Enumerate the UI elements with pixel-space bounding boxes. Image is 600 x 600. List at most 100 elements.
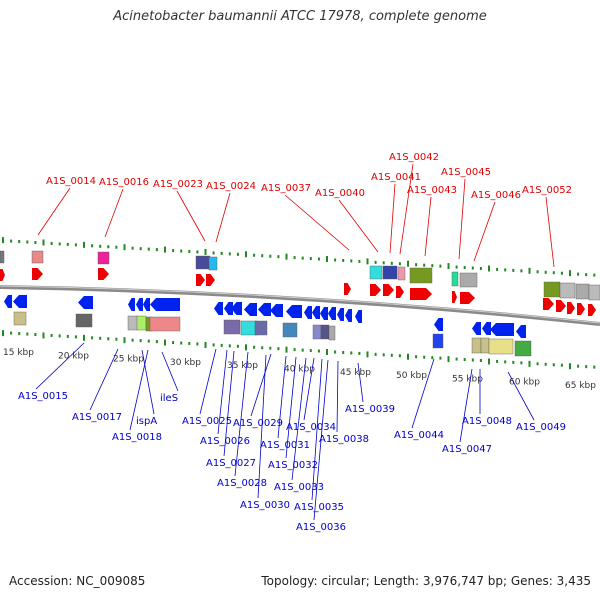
tick-mark: [228, 252, 231, 256]
feature-box: [312, 324, 322, 340]
reverse-arrow: [150, 298, 180, 311]
tick-mark: [463, 358, 466, 362]
tick-mark: [447, 356, 450, 363]
tick-mark: [18, 240, 21, 244]
tick-mark: [50, 333, 53, 337]
tick-mark: [415, 263, 418, 267]
feature-box: [97, 251, 110, 265]
tick-mark: [107, 245, 110, 249]
tick-mark: [34, 241, 37, 245]
feature-box: [127, 315, 139, 331]
forward-arrow: [396, 286, 404, 298]
tick-mark: [253, 345, 256, 349]
tick-mark: [398, 354, 401, 358]
tick-mark: [245, 251, 247, 258]
leader-line-a1s-0024: [215, 192, 231, 243]
tick-mark: [293, 348, 296, 352]
reverse-arrow: [434, 318, 443, 331]
feature-boxes: [0, 250, 600, 357]
tick-mark: [285, 346, 288, 353]
feature-box: [543, 281, 561, 298]
tick-mark: [317, 349, 320, 353]
tick-mark: [358, 351, 361, 355]
tick-mark: [512, 268, 515, 272]
tick-mark: [536, 270, 539, 274]
top-tick-row: [2, 237, 596, 277]
reverse-arrow: [244, 303, 257, 316]
feature-box: [382, 265, 398, 280]
tick-mark: [220, 343, 223, 347]
gene-label-a1s-0015: A1S_0015: [18, 391, 68, 402]
gene-label-a1s-0023: A1S_0023: [153, 179, 203, 190]
tick-mark: [26, 332, 29, 336]
scale-label-55-kbp: 55 kbp: [452, 374, 483, 384]
tick-mark: [172, 341, 175, 345]
leader-line-a1s-0015: [35, 342, 85, 390]
tick-mark: [107, 337, 110, 341]
leader-line-a1s-0016: [104, 188, 124, 238]
tick-mark: [123, 244, 126, 251]
reverse-arrow: [214, 302, 223, 315]
leader-line-a1s-0032: [285, 356, 297, 459]
leader-line-a1s-0036: [313, 359, 329, 521]
scale-label-15-kbp: 15 kbp: [3, 348, 34, 358]
feature-box: [149, 316, 181, 332]
reverse-arrow: [345, 309, 352, 322]
tick-mark: [115, 337, 118, 341]
tick-mark: [374, 260, 377, 264]
genome-backbone-highlight: [0, 285, 600, 324]
gene-label-iles: ileS: [160, 393, 178, 404]
tick-mark: [455, 357, 458, 361]
tick-mark: [504, 268, 507, 272]
scale-label-50-kbp: 50 kbp: [396, 371, 427, 381]
tick-mark: [236, 344, 239, 348]
reverse-arrow: [258, 303, 271, 316]
tick-mark: [358, 259, 361, 263]
forward-arrow: [556, 300, 566, 312]
leader-line-a1s-0040: [338, 199, 379, 253]
tick-mark: [10, 239, 13, 243]
tick-mark: [309, 257, 312, 261]
tick-mark: [91, 244, 94, 248]
leader-line-a1s-0044: [411, 358, 435, 429]
tick-mark: [415, 355, 418, 359]
tick-mark: [447, 263, 450, 270]
gene-label-a1s-0035: A1S_0035: [294, 502, 344, 513]
tick-mark: [471, 358, 474, 362]
tick-mark: [131, 338, 134, 342]
gene-label-a1s-0045: A1S_0045: [441, 167, 491, 178]
tick-mark: [147, 247, 150, 251]
tick-mark: [58, 242, 61, 246]
gene-label-a1s-0042: A1S_0042: [389, 152, 439, 163]
scale-label-20-kbp: 20 kbp: [58, 351, 89, 361]
reverse-arrow: [312, 306, 320, 319]
scale-label-40-kbp: 40 kbp: [284, 365, 315, 375]
tick-mark: [536, 362, 539, 366]
tick-mark: [147, 339, 150, 343]
tick-mark: [285, 253, 288, 260]
gene-label-a1s-0041: A1S_0041: [371, 172, 421, 183]
reverse-arrow: [13, 295, 27, 308]
tick-mark: [301, 348, 304, 352]
leader-line-a1s-0031: [277, 355, 287, 439]
tick-mark: [42, 332, 45, 339]
tick-mark: [520, 269, 523, 273]
tick-mark: [228, 344, 231, 348]
tick-mark: [253, 253, 256, 257]
reverse-arrow: [136, 298, 143, 311]
tick-mark: [66, 242, 69, 246]
forward-arrow: [32, 268, 43, 280]
feature-box: [559, 282, 576, 299]
reverse-genes: [4, 295, 526, 338]
feature-box: [432, 333, 444, 349]
forward-genes: [0, 268, 596, 316]
tick-mark: [309, 349, 312, 353]
tick-mark: [496, 359, 499, 363]
reverse-arrow: [286, 305, 302, 318]
tick-mark: [42, 239, 45, 246]
tick-mark: [10, 331, 13, 335]
forward-arrow: [344, 283, 351, 295]
tick-mark: [593, 273, 596, 277]
